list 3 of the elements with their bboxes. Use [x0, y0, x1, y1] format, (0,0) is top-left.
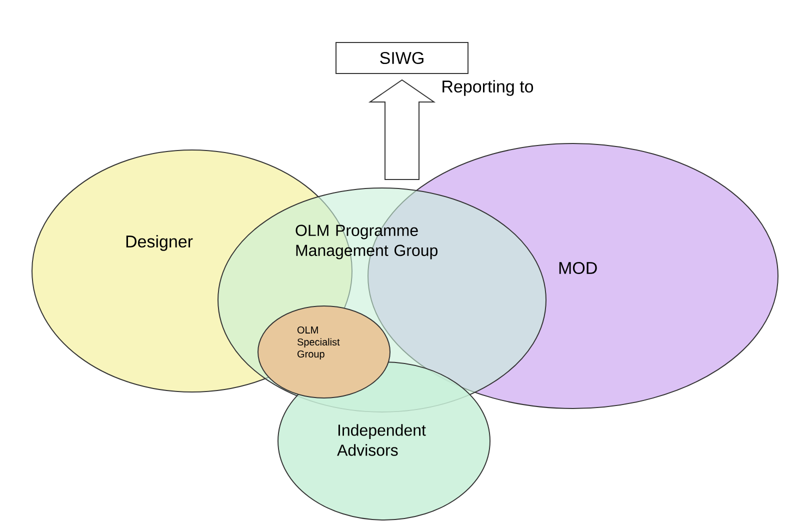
- edge-label: Reporting to: [442, 80, 534, 96]
- process-box: SIWG: [336, 42, 468, 74]
- block-arrow: [368, 79, 436, 180]
